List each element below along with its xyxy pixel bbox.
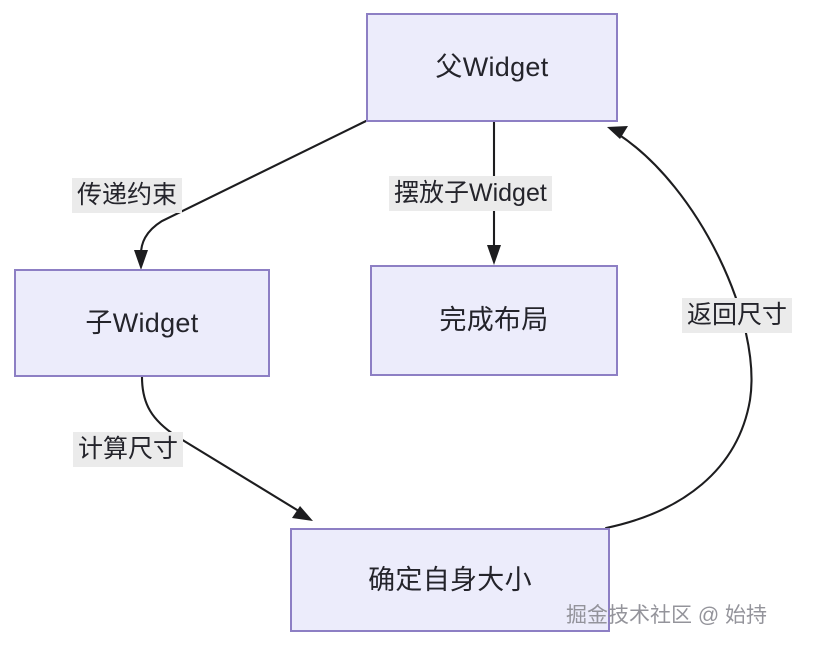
node-parent-widget-label: 父Widget <box>435 52 549 83</box>
edge-place-child-arrowhead <box>487 245 501 265</box>
watermark-text: 掘金技术社区 @ 始持 <box>566 604 767 627</box>
node-child-widget[interactable]: 子Widget <box>14 269 270 377</box>
edge-return-size-arrowhead <box>607 126 628 139</box>
edge-label-place-child: 摆放子Widget <box>389 176 552 212</box>
node-layout-done[interactable]: 完成布局 <box>370 265 618 376</box>
edge-label-return-size: 返回尺寸 <box>682 298 793 334</box>
node-layout-done-label: 完成布局 <box>439 305 549 336</box>
edge-calc-size-arrowhead <box>292 506 313 521</box>
node-determine-size-label: 确定自身大小 <box>368 564 532 595</box>
node-child-widget-label: 子Widget <box>85 307 199 338</box>
edge-return-size <box>604 132 753 530</box>
edge-label-pass-constraints: 传递约束 <box>72 178 183 214</box>
edge-pass-constraints-arrowhead <box>134 250 148 270</box>
edge-label-calc-size: 计算尺寸 <box>73 432 184 468</box>
node-parent-widget[interactable]: 父Widget <box>366 13 618 122</box>
node-determine-size[interactable]: 确定自身大小 <box>290 528 610 632</box>
